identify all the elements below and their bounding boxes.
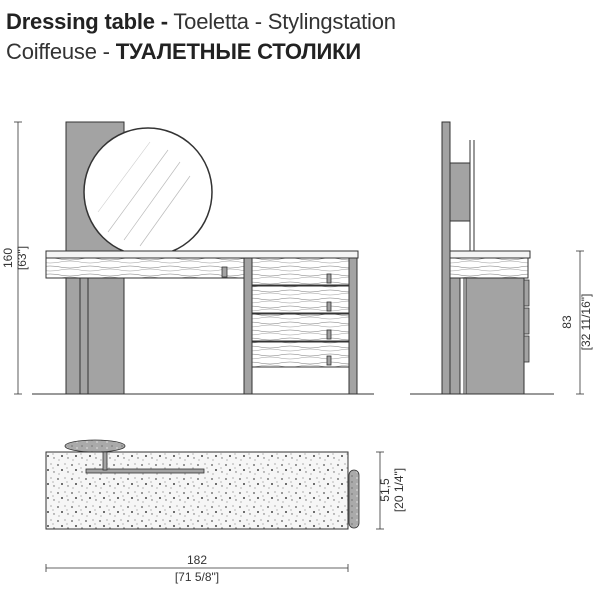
drawer-handle (326, 355, 332, 366)
title-french: Coiffeuse - (6, 39, 116, 64)
cabinet-drawer-1 (251, 257, 350, 286)
depth-in: [20 1/4"] (392, 468, 406, 512)
drawer-handle (326, 273, 332, 284)
side-view: 83 [32 11/16"] (410, 121, 593, 395)
round-mirror (83, 127, 213, 257)
cabinet-drawer-3 (251, 313, 350, 342)
front-view: 160 [63"] (1, 121, 374, 395)
title-translations: Toeletta - Stylingstation (167, 9, 396, 34)
cabinet-right-side (348, 257, 358, 395)
top-view-mirror-bar (85, 468, 205, 474)
side-leg-back (449, 277, 461, 395)
width-in: [71 5/8"] (175, 570, 219, 584)
drawer-handle (221, 266, 228, 278)
cabinet-drawers (251, 257, 350, 368)
top-view-stone-left (64, 439, 126, 453)
height-total-cm: 160 (1, 248, 15, 268)
front-left-leg (79, 277, 89, 395)
height-table-in: [32 11/16"] (579, 294, 593, 351)
height-total-dimension: 160 [63"] (1, 121, 29, 395)
drawer-handle (326, 301, 332, 312)
cabinet-drawer-4 (251, 341, 350, 368)
side-mirror-edge (449, 162, 471, 222)
title-english: Dressing table - (6, 9, 168, 34)
height-table-dimension: 83 [32 11/16"] (560, 250, 593, 395)
side-back-panel (441, 121, 451, 395)
title-line-1: Dressing table - Toeletta - Stylingstati… (6, 9, 396, 35)
side-table-top (449, 250, 531, 259)
height-table-cm: 83 (560, 315, 574, 329)
depth-cm: 51,5 (378, 478, 392, 502)
title-russian: ТУАЛЕТНЫЕ СТОЛИКИ (115, 39, 361, 64)
long-drawer (45, 257, 245, 279)
table-top (45, 250, 359, 259)
top-view-mirror-post (102, 451, 108, 471)
side-drawer-band (449, 257, 529, 279)
width-dimension: 182 [71 5/8"] (45, 553, 349, 584)
top-view-stone-right (348, 469, 360, 529)
top-view: 51,5 [20 1/4"] 182 [71 5/8"] (45, 439, 406, 584)
height-total-in: [63"] (15, 246, 29, 270)
side-cabinet (465, 277, 525, 395)
side-leg-inner (459, 277, 465, 395)
cabinet-left-side (243, 257, 253, 395)
cabinet-drawer-2 (251, 285, 350, 314)
top-view-surface (45, 451, 349, 530)
width-cm: 182 (187, 553, 207, 567)
depth-dimension: 51,5 [20 1/4"] (376, 451, 406, 530)
title-line-2: Coiffeuse - ТУАЛЕТНЫЕ СТОЛИКИ (6, 39, 361, 65)
drawer-handle (326, 329, 332, 340)
